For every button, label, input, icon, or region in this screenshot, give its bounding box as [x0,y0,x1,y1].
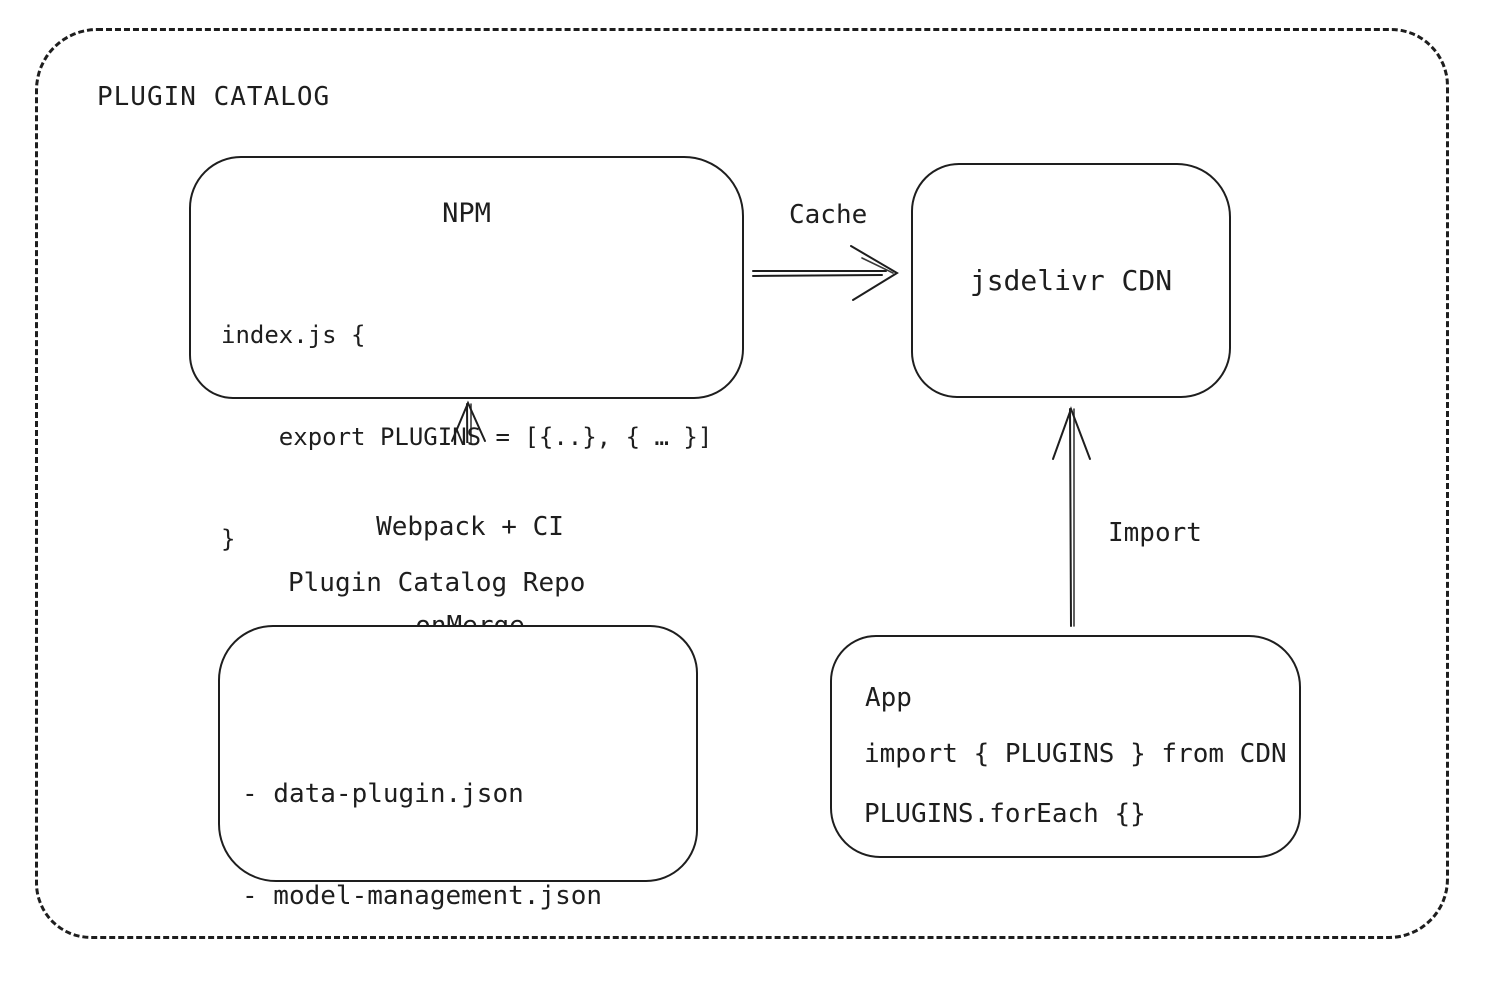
repo-node-title: Plugin Catalog Repo [288,568,586,598]
repo-file-item: - model-management.json [242,881,603,911]
npm-code-line: } [221,525,236,553]
import-arrow-label: Import [1108,518,1202,548]
repo-node: - data-plugin.json - model-management.js… [218,625,698,1002]
repo-file-list: - data-plugin.json - model-management.js… [242,709,602,1002]
npm-code-line: export PLUGINS = [{..}, { … }] [221,423,713,451]
diagram-title: PLUGIN CATALOG [97,82,331,112]
cdn-node: jsdelivr CDN [911,163,1231,398]
app-node-title: App [865,683,912,713]
repo-file-item: … [242,983,258,1002]
build-arrow-label-line1: Webpack + CI [376,512,564,542]
cdn-node-label: jsdelivr CDN [969,264,1173,297]
cache-arrow-label: Cache [789,200,868,230]
npm-code-block: index.js { export PLUGINS = [{..}, { … }… [221,250,712,624]
app-code-line: import { PLUGINS } from CDN [864,739,1287,769]
npm-node: NPM index.js { export PLUGINS = [{..}, {… [189,156,744,553]
npm-code-line: index.js { [221,321,366,349]
repo-file-item: - data-plugin.json [242,779,524,809]
app-code-line: PLUGINS.forEach {} [864,799,1146,829]
plugin-catalog-frame [35,28,1449,939]
npm-node-title: NPM [442,198,491,229]
app-node: App import { PLUGINS } from CDN PLUGINS.… [830,635,1301,858]
